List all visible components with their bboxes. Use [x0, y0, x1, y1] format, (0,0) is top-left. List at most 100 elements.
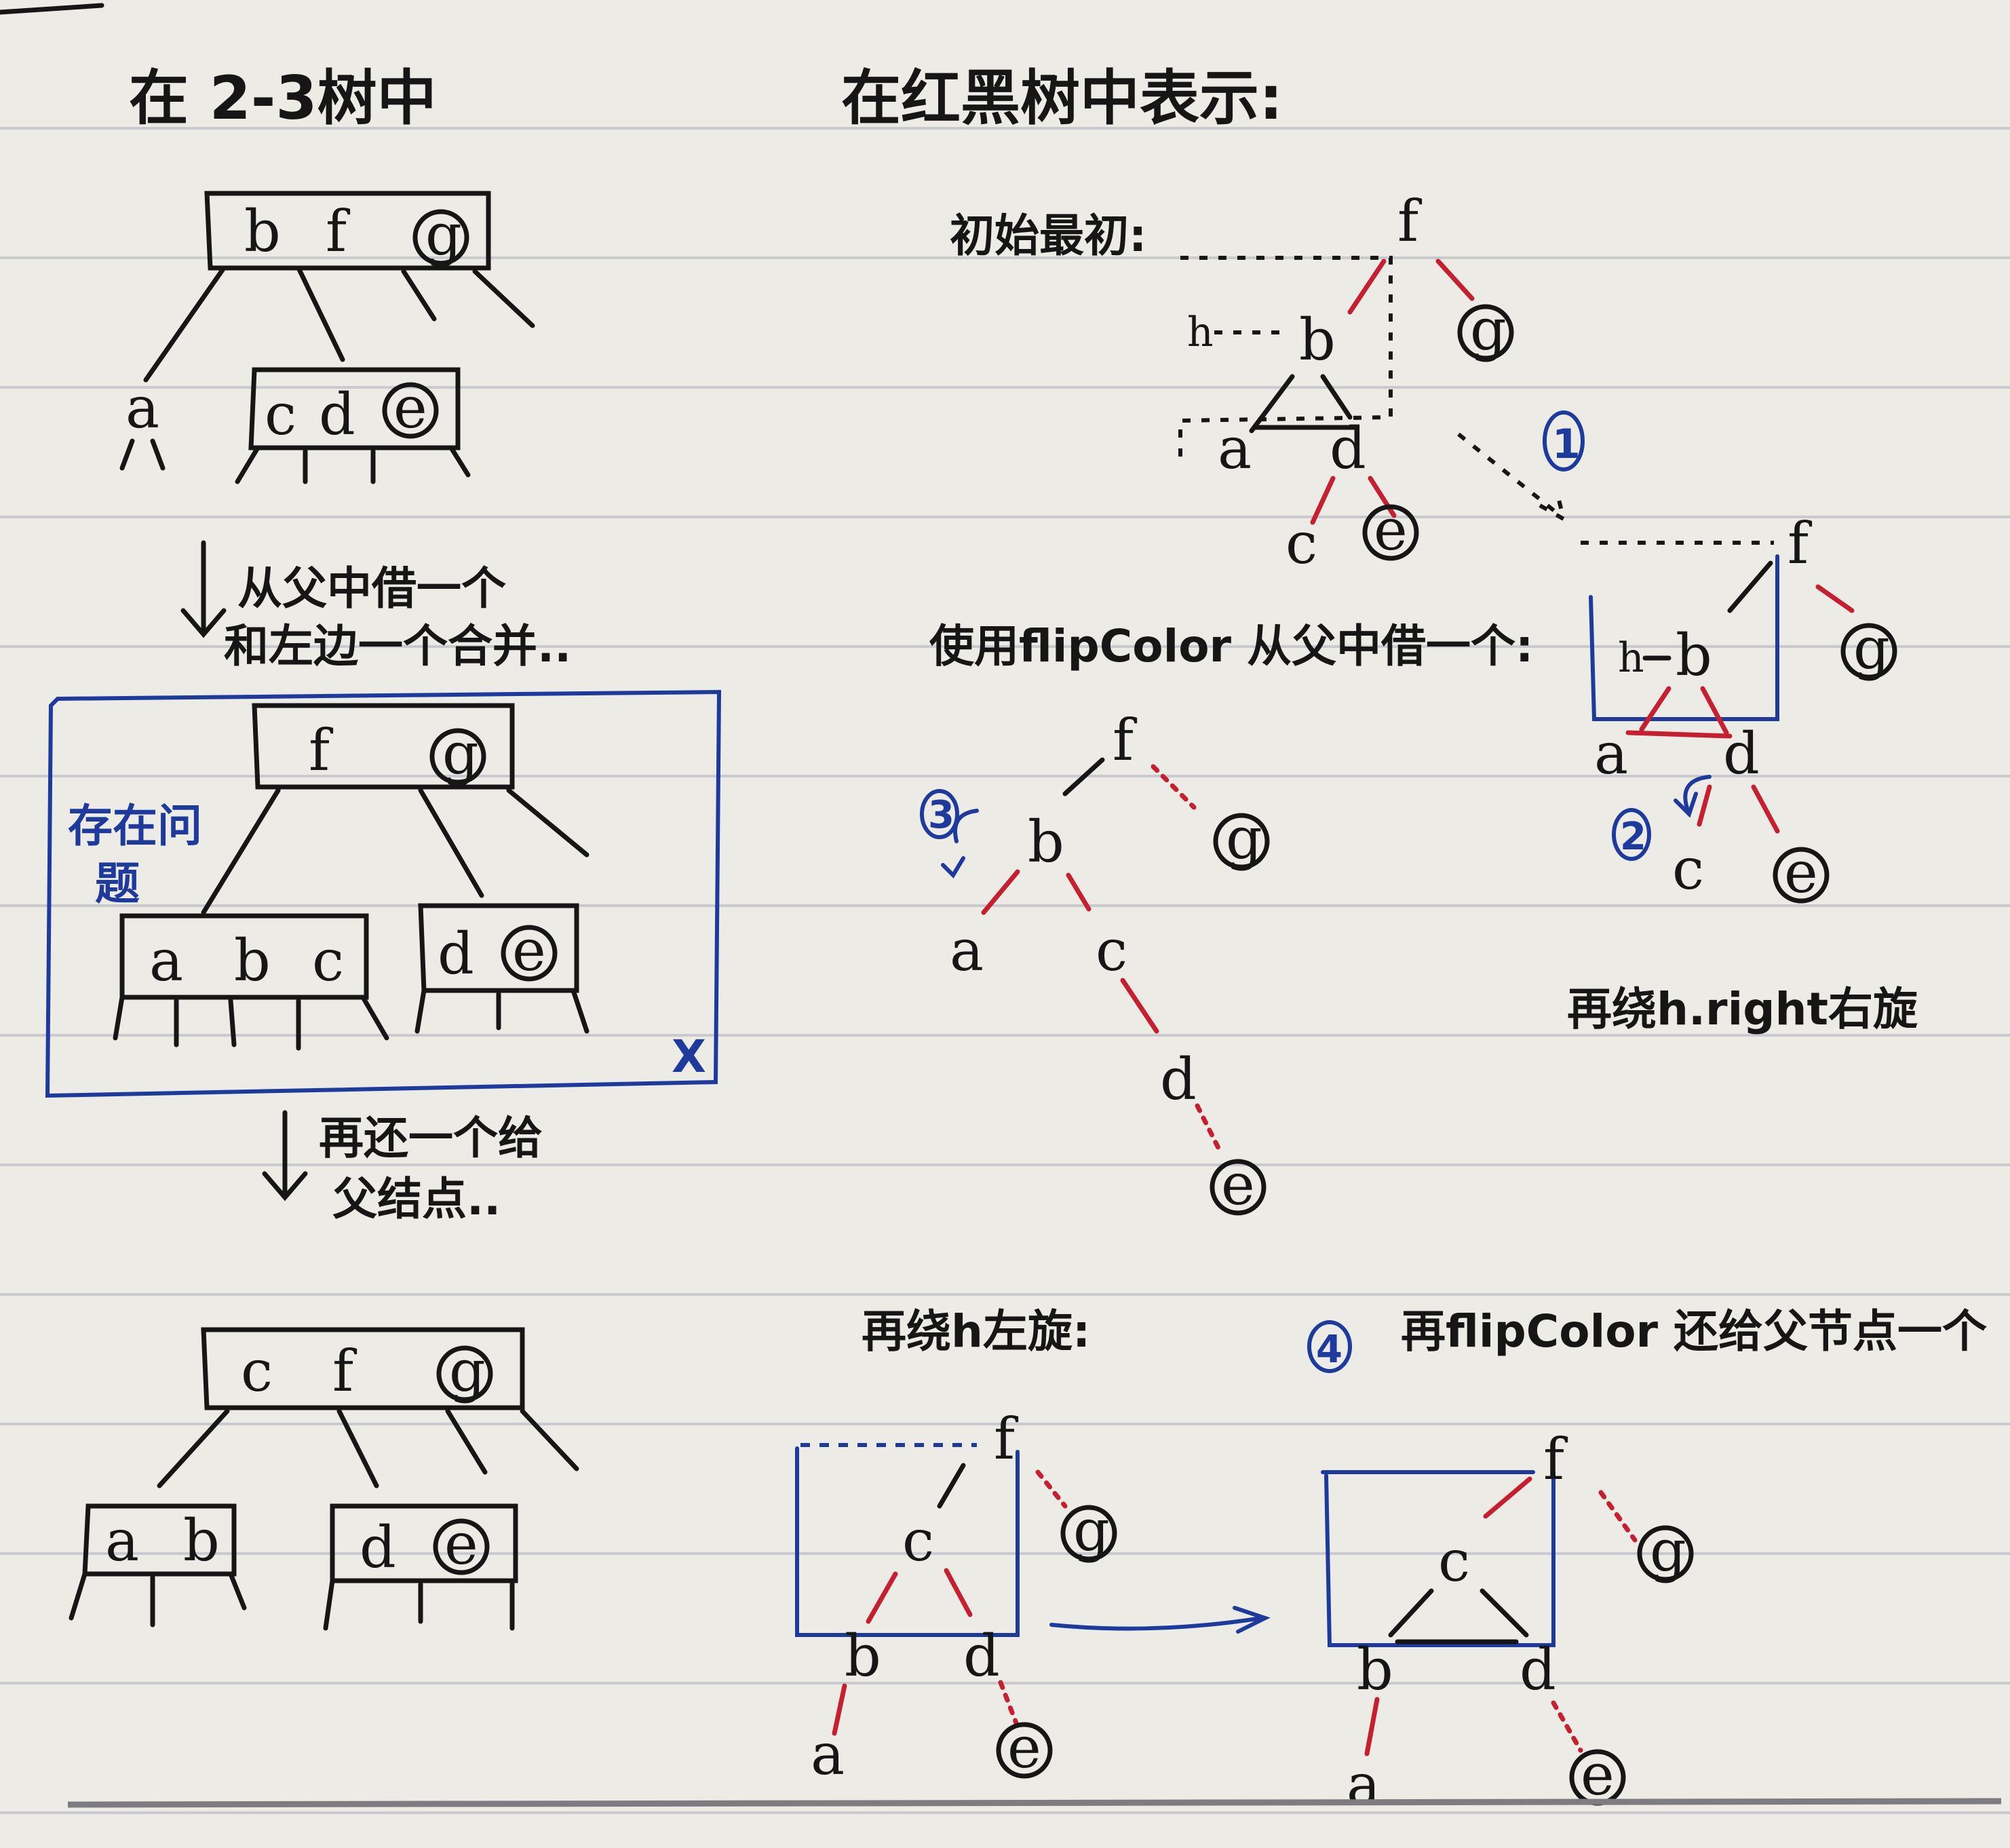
node-box-abc: [119, 913, 369, 1000]
right-title: 在红黑树中表示:: [841, 63, 1283, 133]
link: [1035, 1469, 1068, 1509]
node-g: g: [1853, 615, 1890, 682]
flip-return-label: 再flipColor 还给父节点一个: [1401, 1305, 1987, 1358]
link: [1249, 374, 1353, 434]
node-e-circle: [433, 1518, 490, 1575]
link: [119, 438, 166, 471]
tree23-final: c f g a b d e: [69, 1327, 579, 1631]
link: [1062, 757, 1105, 796]
node-g-circle: [1060, 1505, 1117, 1562]
node-g: g: [1226, 805, 1262, 872]
flip-borrow-label: 使用flipColor 从父中借一个:: [929, 620, 1533, 672]
node-b: b: [1299, 307, 1336, 373]
node-b: b: [845, 1623, 881, 1689]
bottom-rule: [67, 1798, 2002, 1808]
frame-after-flip: [1589, 554, 1779, 721]
link: [1310, 476, 1397, 525]
node-a: a: [105, 1507, 139, 1574]
rb-rotated-right: f g b a c d e 3: [920, 707, 1270, 1218]
node-g: g: [425, 201, 462, 268]
link: [296, 265, 345, 362]
node-e: e: [1007, 1714, 1041, 1781]
link: [1195, 1103, 1224, 1156]
node-e: e: [444, 1511, 478, 1577]
link: [998, 1680, 1020, 1729]
step-borrow-line2: 和左边一个合并..: [224, 620, 571, 672]
node-g-circle: [1213, 813, 1270, 870]
link: [157, 1408, 579, 1488]
node-e-circle: [501, 925, 558, 982]
x-mark: X: [672, 1031, 706, 1083]
link: [981, 869, 1091, 915]
link: [1639, 686, 1729, 735]
node-a: a: [1594, 720, 1628, 787]
node-a: a: [950, 917, 984, 984]
link: [143, 265, 227, 383]
node-e: e: [1374, 497, 1408, 563]
node-f: f: [1113, 707, 1138, 773]
node-g: g: [449, 1338, 486, 1404]
node-f: f: [1397, 188, 1423, 254]
node-g: g: [1650, 1518, 1686, 1584]
rb-initial: f g h b a d c e: [1178, 188, 1514, 577]
link: [472, 269, 535, 328]
rotate-right-label: 再绕h.right右旋: [1567, 983, 1918, 1035]
node-c: c: [902, 1507, 934, 1574]
step-borrow-line1: 从父中借一个: [237, 562, 506, 615]
node-b: b: [244, 198, 281, 265]
node-e-circle: [1773, 847, 1830, 904]
node-e: e: [1784, 839, 1818, 906]
node-c: c: [1096, 917, 1127, 984]
node-g-circle: [1840, 623, 1897, 680]
step2-badge: [1612, 808, 1651, 861]
node-g-circle: [412, 209, 469, 266]
node-a: a: [149, 927, 183, 994]
link: [201, 788, 590, 915]
tree23-initial: b f g a c d e: [119, 191, 535, 484]
link: [113, 995, 389, 1051]
rb-final: f g c b d a e: [1321, 1426, 1694, 1818]
link: [866, 1568, 973, 1624]
link: [832, 1683, 847, 1736]
step2-num: 2: [1620, 815, 1646, 859]
link: [937, 1463, 966, 1509]
link: [1388, 1588, 1529, 1638]
frame-initial: [1178, 256, 1393, 461]
node-e: e: [512, 917, 546, 984]
node-d: d: [1160, 1046, 1197, 1113]
node-f: f: [1543, 1426, 1568, 1493]
problem-panel: f g 存在问 题 a b c d e X: [45, 689, 722, 1098]
node-box-ab: [82, 1503, 237, 1577]
down-arrow-2: [262, 1110, 308, 1201]
node-g-circle: [1457, 304, 1514, 361]
node-a: a: [1347, 1752, 1380, 1818]
rb-rotated-left: f g c b d a e: [795, 1406, 1117, 1788]
link: [1151, 764, 1197, 810]
step3-badge: [920, 789, 959, 839]
node-c: c: [1438, 1528, 1470, 1594]
node-c: c: [312, 927, 344, 994]
node-d: d: [438, 921, 474, 987]
node-box-cfg: [201, 1327, 525, 1410]
node-box-fg: [252, 703, 515, 790]
link: [1551, 1700, 1583, 1753]
node-a: a: [811, 1721, 845, 1788]
link: [401, 269, 437, 322]
step1-badge: [1543, 410, 1585, 471]
node-box-cde: [248, 367, 461, 450]
note-problem-line2: 题: [95, 858, 140, 910]
node-c: c: [1286, 510, 1317, 577]
note-problem-line1: 存在问: [68, 800, 202, 852]
node-e-circle: [1210, 1159, 1267, 1216]
node-d: d: [963, 1623, 1000, 1689]
page-corner-mark: [0, 3, 104, 15]
node-f: f: [326, 198, 351, 265]
node-d: d: [319, 381, 355, 448]
node-e-circle: [382, 382, 439, 439]
link: [1598, 1490, 1638, 1543]
node-a: a: [1218, 415, 1252, 482]
step2-arrow: [1674, 775, 1712, 818]
node-g: g: [442, 720, 479, 787]
